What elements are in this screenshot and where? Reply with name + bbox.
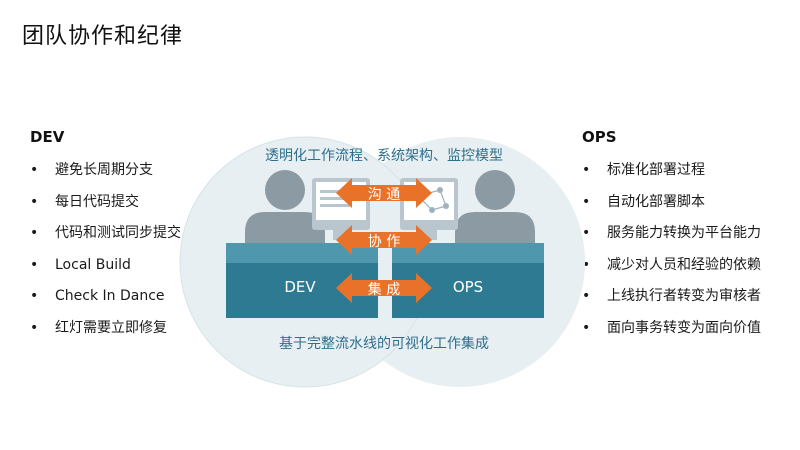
ops-item: 面向事务转变为面向价值 [582, 318, 761, 350]
arrow-communication-label: 沟 通 [368, 187, 400, 203]
ops-item: 上线执行者转变为审核者 [582, 286, 761, 318]
dev-list: 避免长周期分支 每日代码提交 代码和测试同步提交 Local Build Che… [30, 160, 181, 349]
dev-item: 红灯需要立即修复 [30, 318, 181, 350]
arrow-collaboration: 协 作 [336, 225, 432, 255]
page-title: 团队协作和纪律 [22, 24, 184, 49]
dev-item: 避免长周期分支 [30, 160, 181, 192]
desk-ops-label: OPS [453, 278, 483, 296]
ops-heading: OPS [582, 128, 617, 146]
bottom-caption: 基于完整流水线的可视化工作集成 [279, 335, 489, 352]
dev-item: Check In Dance [30, 286, 181, 318]
dev-heading: DEV [30, 128, 65, 146]
arrow-integration-label: 集 成 [368, 281, 400, 298]
ops-item: 标准化部署过程 [582, 160, 761, 192]
arrow-communication: 沟 通 [336, 178, 432, 208]
ops-item: 自动化部署脚本 [582, 192, 761, 224]
dev-item: Local Build [30, 255, 181, 287]
arrow-collaboration-label: 协 作 [368, 234, 400, 250]
dev-item: 每日代码提交 [30, 192, 181, 224]
arrow-integration: 集 成 [336, 273, 432, 303]
dev-item: 代码和测试同步提交 [30, 223, 181, 255]
ops-item: 减少对人员和经验的依赖 [582, 255, 761, 287]
ops-item: 服务能力转换为平台能力 [582, 223, 761, 255]
top-caption: 透明化工作流程、系统架构、监控模型 [265, 148, 503, 164]
dev-desk [226, 243, 378, 318]
ops-list: 标准化部署过程 自动化部署脚本 服务能力转换为平台能力 减少对人员和经验的依赖 … [582, 160, 761, 349]
desk-dev-label: DEV [284, 278, 316, 296]
